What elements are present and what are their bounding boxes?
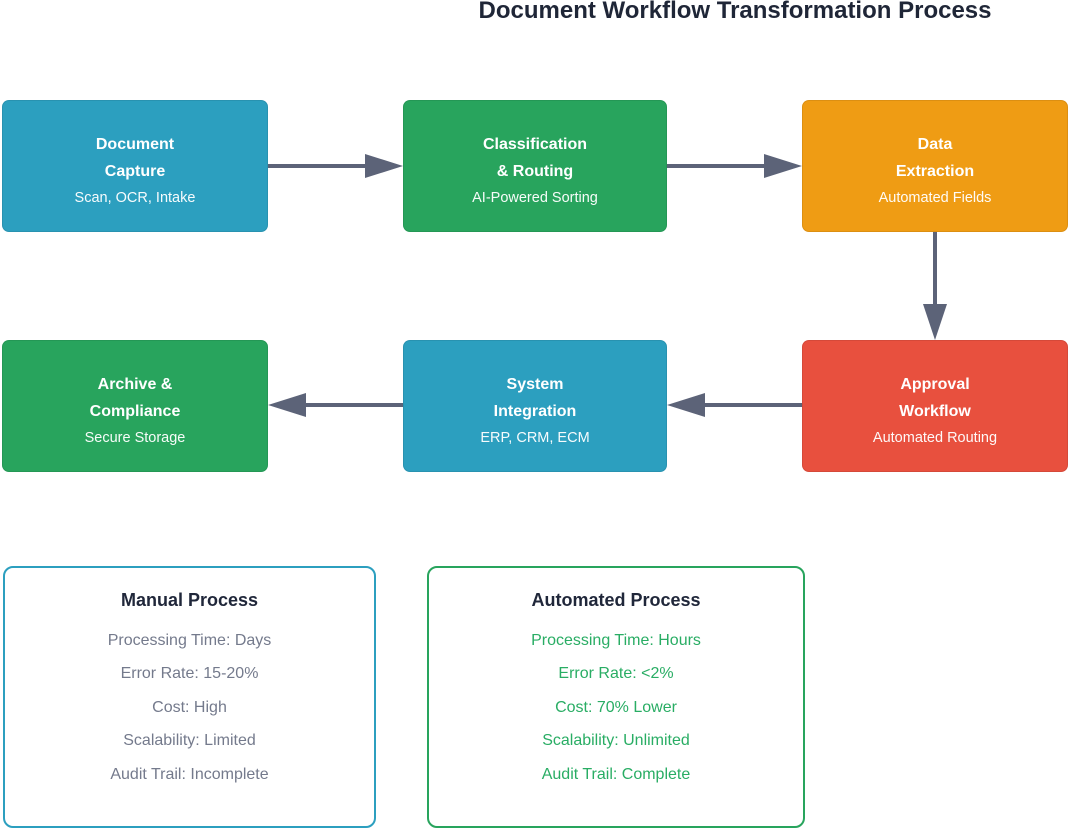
automated-process-card: Automated Process Processing Time: Hours… bbox=[427, 566, 805, 828]
arrowhead-left-icon bbox=[268, 393, 306, 417]
flow-node-approval-workflow: Approval Workflow Automated Routing bbox=[802, 340, 1068, 472]
node-subtitle: AI-Powered Sorting bbox=[472, 189, 598, 206]
card-item-error-rate: Error Rate: <2% bbox=[558, 665, 674, 683]
manual-process-card-title: Manual Process bbox=[120, 590, 259, 610]
arrowhead-right-icon bbox=[764, 154, 802, 178]
card-item-scalability: Scalability: Unlimited bbox=[542, 732, 690, 750]
card-item-cost: Cost: High bbox=[152, 698, 227, 716]
node-title-line1: Document bbox=[95, 135, 175, 153]
manual-process-card-items: Processing Time: Days Error Rate: 15-20%… bbox=[5, 624, 374, 791]
node-title-line2: & Routing bbox=[496, 162, 574, 180]
flow-node-system-integration: System Integration ERP, CRM, ECM bbox=[403, 340, 667, 472]
node-title-line2: Capture bbox=[104, 162, 166, 180]
connector-line-approval-to-integration bbox=[705, 403, 802, 407]
arrowhead-right-icon bbox=[365, 154, 403, 178]
connector-line-capture-to-classification bbox=[268, 164, 368, 168]
connector-line-classification-to-extraction bbox=[667, 164, 767, 168]
card-item-audit-trail: Audit Trail: Complete bbox=[541, 765, 691, 783]
node-subtitle: Secure Storage bbox=[84, 429, 186, 446]
flow-node-classification-routing: Classification & Routing AI-Powered Sort… bbox=[403, 100, 667, 232]
connector-line-integration-to-archive bbox=[306, 403, 403, 407]
node-title-line2: Integration bbox=[493, 402, 577, 420]
node-title-line1: Data bbox=[917, 135, 953, 153]
arrowhead-down-icon bbox=[923, 304, 947, 340]
node-subtitle: Automated Routing bbox=[872, 429, 998, 446]
node-subtitle: Scan, OCR, Intake bbox=[74, 189, 196, 206]
node-subtitle: Automated Fields bbox=[878, 189, 992, 206]
card-item-scalability: Scalability: Limited bbox=[123, 732, 256, 750]
manual-process-card: Manual Process Processing Time: Days Err… bbox=[3, 566, 376, 828]
flow-node-archive-compliance: Archive & Compliance Secure Storage bbox=[2, 340, 268, 472]
diagram-title: Document Workflow Transformation Process bbox=[478, 0, 992, 24]
card-item-processing-time: Processing Time: Days bbox=[107, 632, 272, 649]
node-subtitle: ERP, CRM, ECM bbox=[480, 429, 590, 446]
flow-node-data-extraction: Data Extraction Automated Fields bbox=[802, 100, 1068, 232]
node-title-line1: Approval bbox=[900, 375, 970, 393]
flow-node-document-capture: Document Capture Scan, OCR, Intake bbox=[2, 100, 268, 232]
card-item-cost: Cost: 70% Lower bbox=[555, 698, 677, 716]
card-item-processing-time: Processing Time: Hours bbox=[531, 632, 701, 649]
node-title-line2: Extraction bbox=[895, 162, 975, 180]
automated-process-card-title: Automated Process bbox=[531, 590, 701, 610]
node-title-line2: Workflow bbox=[899, 402, 971, 420]
node-title-line1: Archive & bbox=[97, 375, 173, 393]
node-title-line1: Classification bbox=[482, 135, 588, 153]
arrowhead-left-icon bbox=[667, 393, 705, 417]
card-item-error-rate: Error Rate: 15-20% bbox=[120, 665, 259, 683]
node-title-line1: System bbox=[506, 375, 564, 393]
automated-process-card-items: Processing Time: Hours Error Rate: <2% C… bbox=[429, 624, 803, 791]
node-title-line2: Compliance bbox=[89, 402, 181, 420]
card-item-audit-trail: Audit Trail: Incomplete bbox=[110, 765, 269, 783]
connector-line-extraction-to-approval bbox=[933, 232, 937, 307]
